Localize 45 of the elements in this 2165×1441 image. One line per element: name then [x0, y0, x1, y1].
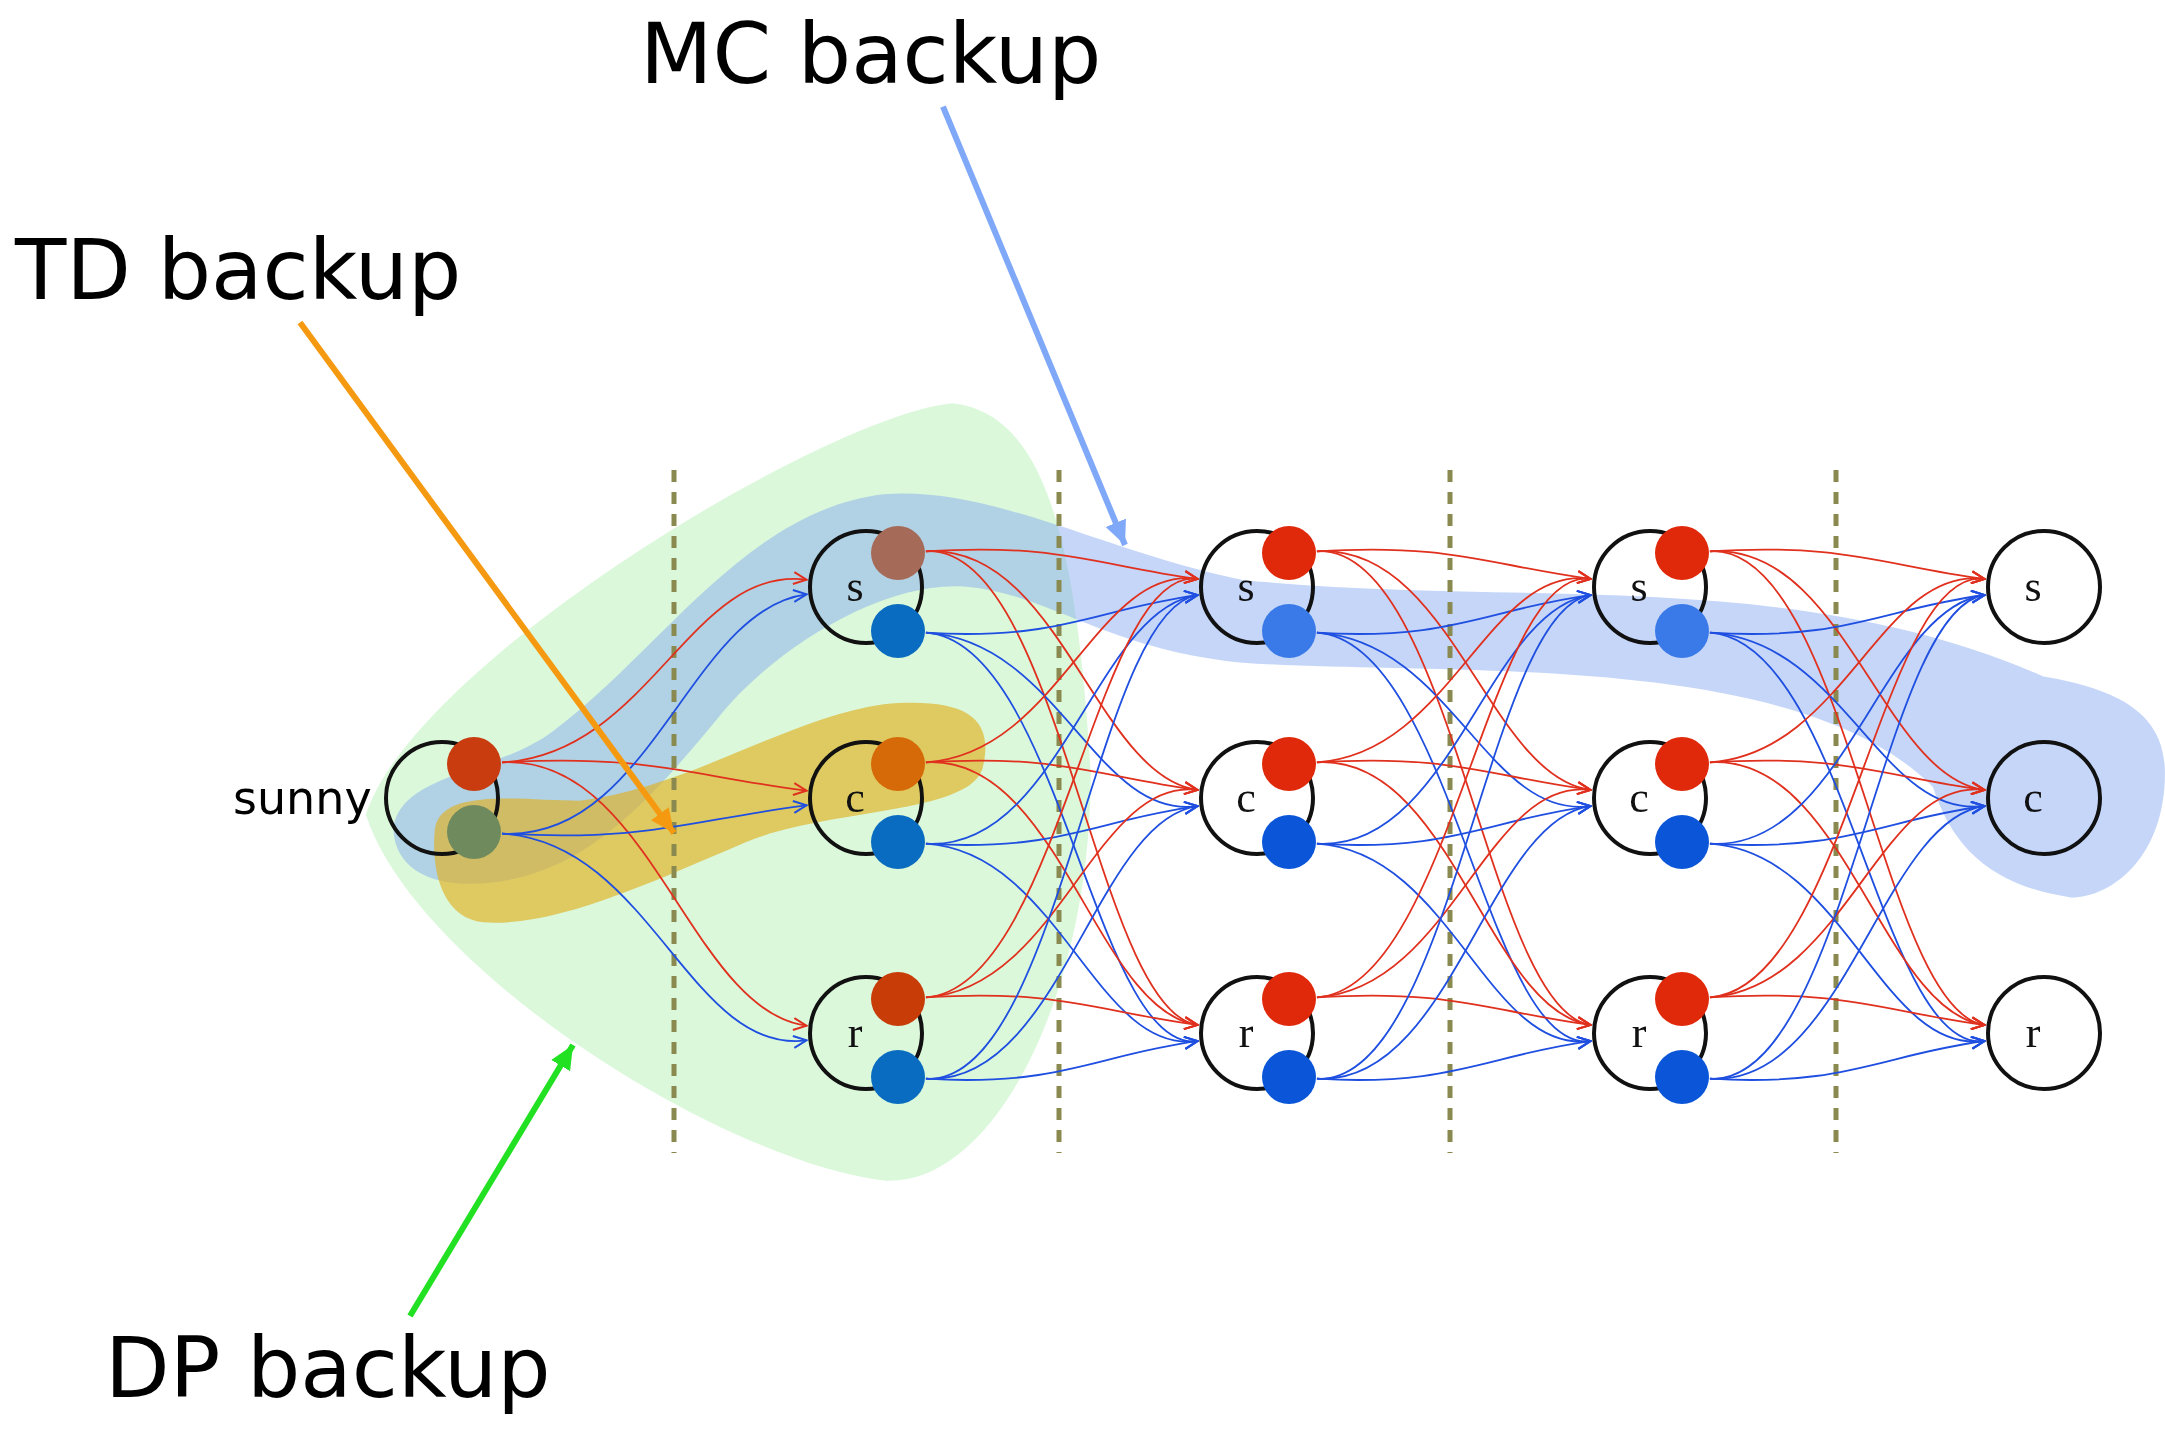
callout-label: MC backup: [640, 6, 1102, 103]
state-circle: [1986, 975, 2102, 1091]
state-letter: s: [1237, 565, 1255, 609]
state-letter: r: [1631, 1011, 1647, 1055]
action-dot: [871, 972, 925, 1026]
action-dot: [1655, 815, 1709, 869]
action-dot: [1262, 1050, 1316, 1104]
action-dot: [871, 604, 925, 658]
action-dot: [871, 526, 925, 580]
state-letter: c: [2023, 776, 2043, 820]
leader-arrow: [297, 320, 677, 835]
action-dot: [1262, 972, 1316, 1026]
action-dot: [1262, 526, 1316, 580]
action-dot: [1655, 604, 1709, 658]
state-letter: c: [845, 776, 865, 820]
callout-label: DP backup: [105, 1320, 551, 1417]
action-dot: [447, 737, 501, 791]
leader-arrow: [407, 1043, 576, 1318]
state-circle: [1986, 529, 2102, 645]
action-dot: [1655, 526, 1709, 580]
leader-arrow: [940, 105, 1128, 547]
transition-arrow: [501, 832, 808, 1047]
action-dot: [871, 815, 925, 869]
state-letter: s: [846, 565, 864, 609]
action-dot: [871, 1050, 925, 1104]
state-circle: [384, 740, 500, 856]
callout-label: TD backup: [15, 222, 462, 319]
state-letter: s: [2024, 565, 2042, 609]
action-dot: [447, 805, 501, 859]
state-letter: r: [1238, 1011, 1254, 1055]
action-dot: [1655, 972, 1709, 1026]
state-circle: [1986, 740, 2102, 856]
transition-arrow: [501, 761, 808, 1029]
action-dot: [1262, 604, 1316, 658]
state-label: sunny: [233, 772, 372, 824]
action-dot: [871, 737, 925, 791]
state-letter: r: [2025, 1011, 2041, 1055]
action-dot: [1655, 1050, 1709, 1104]
action-dot: [1262, 815, 1316, 869]
state-letter: r: [847, 1011, 863, 1055]
state-letter: c: [1629, 776, 1649, 820]
state-letter: c: [1236, 776, 1256, 820]
state-letter: s: [1630, 565, 1648, 609]
action-dot: [1262, 737, 1316, 791]
action-dot: [1655, 737, 1709, 791]
